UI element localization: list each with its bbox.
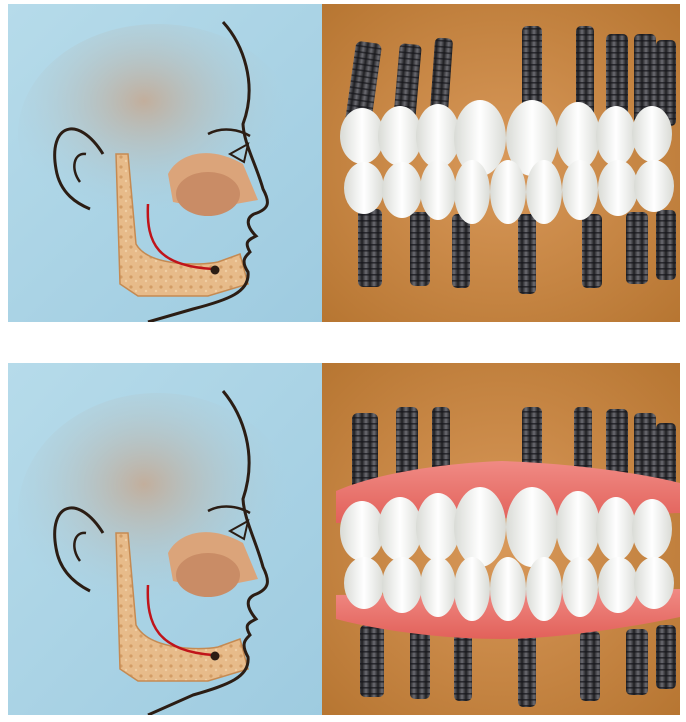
- implant-svg: [322, 4, 680, 322]
- mental-foramen: [211, 266, 220, 275]
- tooth: [416, 104, 460, 168]
- implant: [582, 214, 602, 288]
- face-profile-svg: [8, 363, 326, 715]
- implant: [360, 625, 384, 697]
- face-profile-svg: [8, 4, 326, 322]
- implant: [518, 214, 536, 294]
- top-illustration-panel: [8, 4, 680, 322]
- tooth: [416, 493, 460, 561]
- tooth: [562, 557, 598, 617]
- implant-denture-illustration: [322, 363, 680, 715]
- implant: [410, 629, 430, 699]
- sinus-cavity: [176, 553, 240, 597]
- tooth: [382, 162, 422, 218]
- implant: [518, 633, 536, 707]
- implant: [656, 625, 676, 689]
- face-profile-illustration: [8, 363, 326, 715]
- implant: [580, 631, 600, 701]
- tooth: [490, 557, 526, 621]
- implant-denture-illustration: [322, 4, 680, 322]
- implant: [454, 633, 472, 701]
- tooth: [344, 557, 384, 609]
- tooth: [378, 497, 422, 561]
- tooth: [340, 501, 384, 561]
- tooth: [340, 108, 384, 164]
- tooth: [378, 106, 422, 166]
- bottom-illustration-panel: [8, 363, 680, 715]
- tooth: [526, 160, 562, 224]
- tooth: [382, 557, 422, 613]
- tooth: [562, 160, 598, 220]
- tooth: [490, 160, 526, 224]
- tooth: [632, 499, 672, 559]
- implant-svg: [322, 363, 680, 715]
- tooth: [596, 106, 636, 166]
- tooth: [454, 487, 506, 567]
- face-profile-illustration: [8, 4, 326, 322]
- tooth: [526, 557, 562, 621]
- tooth: [596, 497, 636, 561]
- tooth: [344, 162, 384, 214]
- tooth: [634, 557, 674, 609]
- tooth: [556, 102, 600, 170]
- tooth: [420, 557, 456, 617]
- tooth: [598, 160, 638, 216]
- mental-foramen: [211, 652, 220, 661]
- lower-teeth: [344, 160, 674, 224]
- implant: [410, 212, 430, 286]
- implant: [656, 210, 676, 280]
- sinus-cavity: [176, 172, 240, 216]
- implant: [452, 214, 470, 288]
- tooth: [556, 491, 600, 563]
- implant: [626, 212, 648, 284]
- tooth: [420, 160, 456, 220]
- tooth: [454, 160, 490, 224]
- implant: [626, 629, 648, 695]
- tooth: [634, 160, 674, 212]
- tooth: [598, 557, 638, 613]
- tooth: [506, 487, 558, 567]
- tooth: [632, 106, 672, 162]
- implant: [358, 209, 382, 287]
- tooth: [454, 557, 490, 621]
